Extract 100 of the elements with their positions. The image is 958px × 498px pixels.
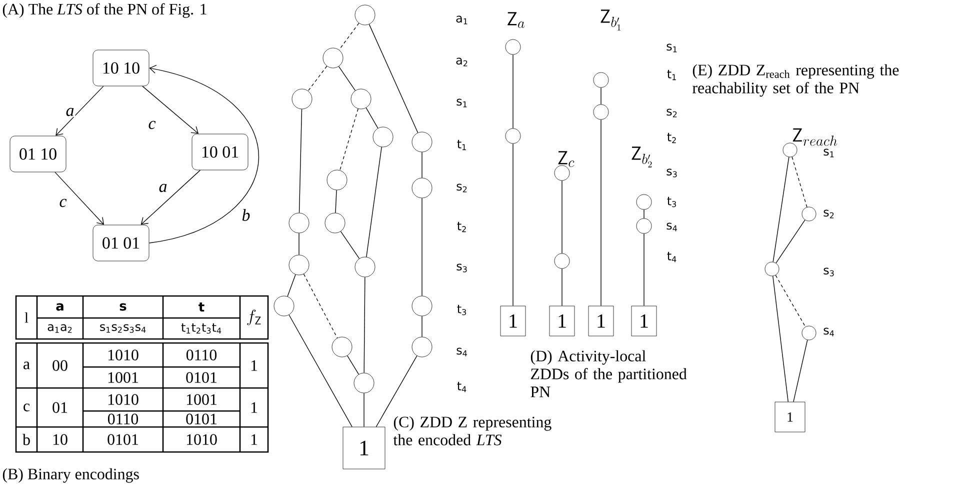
level-label: s$_{2}$: [666, 108, 677, 118]
table-value: 01: [52, 402, 68, 413]
connector-line: [298, 108, 302, 214]
zdd-node: [802, 206, 816, 222]
table-header: t$_{1}$t$_{2}$t$_{3}$t$_{4}$: [181, 323, 222, 334]
table-value: 1001: [186, 394, 216, 405]
connector-line: [792, 156, 808, 208]
level-label: s$_{4}$: [666, 222, 677, 232]
zdd-node: [322, 48, 344, 68]
level-label: t$_{2}$: [457, 222, 466, 232]
connector-line: [600, 87, 602, 105]
level-label: s$_{4}$: [456, 348, 467, 356]
level-label: s$_{1}$: [456, 98, 467, 108]
zdd-node: [354, 4, 376, 26]
table-value: 0110: [108, 414, 138, 424]
table-value: 1: [251, 434, 258, 445]
connector-line: [600, 119, 602, 306]
connector-line: [368, 24, 418, 134]
state-box: 01 01: [92, 224, 150, 262]
arrow: [56, 86, 104, 136]
zdd-node: [764, 262, 780, 276]
caption: (A) The LTS of the PN of Fig. 1: [2, 3, 206, 18]
zdd-title: $\mathsf{Z}_a$: [508, 12, 524, 28]
zdd-node: [636, 218, 652, 234]
terminal-box: 1: [342, 426, 386, 470]
zdd-title: $\mathsf{Z}_{reach}$: [792, 128, 838, 146]
zdd-title: $\mathsf{Z}_{b'_2}$: [632, 146, 652, 168]
zdd-node: [354, 256, 376, 278]
connector-line: [288, 314, 352, 428]
state-box: 10 10: [92, 50, 150, 86]
connector-line: [346, 355, 360, 375]
table-value: 10: [53, 434, 68, 445]
terminal-box: 1: [631, 306, 657, 336]
arrow: [140, 170, 201, 225]
edge-label: a: [158, 182, 168, 194]
caption: (D) Activity-local ZDDs of the partitioned PN: [530, 350, 687, 398]
table-value: 00: [52, 360, 68, 371]
level-label: s$_{3}$: [824, 268, 834, 276]
table-header: $f_{\mathsf{Z}}$: [247, 310, 261, 326]
connector-line: [338, 22, 360, 50]
table-value: c: [24, 404, 30, 412]
state-box: 01 10: [10, 136, 66, 172]
zdd-node: [288, 254, 310, 276]
connector-line: [772, 276, 788, 402]
connector-line: [308, 66, 328, 92]
level-label: t$_{4}$: [667, 252, 676, 262]
table-value: 0101: [186, 414, 216, 424]
table-header: t: [198, 302, 204, 312]
zdd-node: [593, 104, 609, 120]
connector-line: [366, 107, 378, 129]
zdd-node: [505, 39, 521, 55]
arrow: [148, 64, 260, 244]
level-label: a$_{2}$: [456, 58, 468, 66]
edge-label: c: [147, 120, 157, 130]
level-label: t$_{3}$: [667, 196, 676, 208]
state-box: 10 01: [192, 134, 248, 170]
zdd-node: [350, 88, 372, 110]
connector-line: [340, 231, 360, 259]
connector-line: [338, 66, 356, 91]
zdd-node: [593, 72, 609, 88]
table-header: s$_{1}$s$_{2}$s$_{3}$s$_{4}$: [100, 324, 146, 333]
connector-line: [776, 220, 806, 264]
table-value: 1010: [108, 350, 138, 360]
zdd-node: [554, 253, 570, 269]
connector-line: [287, 274, 296, 297]
table-header: a: [56, 303, 64, 311]
table-value: 1: [251, 402, 258, 413]
zdd-node: [802, 326, 816, 340]
zdd-node: [326, 170, 348, 190]
connector-line: [512, 143, 514, 306]
level-label: a$_{1}$: [456, 16, 468, 24]
zdd-node: [354, 372, 374, 394]
terminal-box: 1: [588, 306, 614, 336]
level-label: t$_{1}$: [667, 70, 676, 80]
arrow: [54, 172, 104, 225]
connector-line: [303, 274, 338, 338]
zdd-node: [554, 165, 570, 181]
terminal-box: 1: [774, 402, 806, 432]
edge-label: b: [240, 208, 252, 222]
connector-line: [335, 190, 337, 214]
table-header: a$_{1}$a$_{2}$: [48, 324, 72, 333]
table-value: 1010: [108, 394, 138, 405]
zdd-node: [412, 336, 432, 358]
terminal-box: 1: [549, 306, 575, 336]
level-label: s$_{1}$: [824, 148, 834, 158]
table-value: 0110: [186, 350, 217, 360]
level-label: s$_{2}$: [456, 184, 467, 192]
edge-label: a: [64, 106, 76, 118]
connector-line: [512, 54, 514, 129]
zdd-node: [636, 194, 652, 210]
caption: (C) ZDD Z representing the encoded LTS: [393, 416, 552, 446]
zdd-node: [372, 126, 394, 148]
level-label: s$_{1}$: [666, 44, 677, 52]
level-label: s$_{3}$: [666, 168, 677, 178]
table-value: 1001: [108, 372, 138, 383]
connector-line: [298, 232, 300, 256]
table-value: a: [24, 362, 30, 370]
table-value: 1010: [186, 434, 217, 445]
edge-label: c: [58, 198, 68, 208]
zdd-node: [332, 336, 352, 358]
